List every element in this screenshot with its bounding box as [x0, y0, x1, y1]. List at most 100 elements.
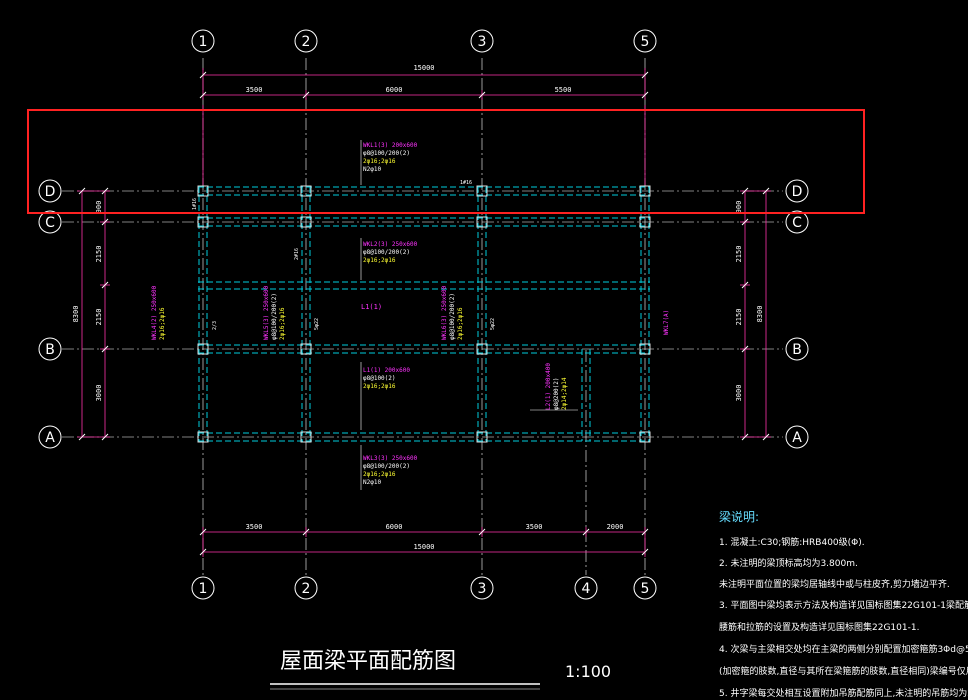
axis-bubble-right-B: B [792, 342, 802, 358]
mid-v2-line-1: WKL6(3) 250x600 [441, 285, 448, 340]
axis-bubble-bottom-2: 2 [302, 581, 311, 597]
left-v-line-1: WKL4(2) 250x600 [151, 285, 158, 340]
mid-v2-line-2: φ8@100/200(2) [449, 293, 456, 340]
axis-bubble-right-D: D [792, 184, 803, 200]
dim-right-3: 2150 [735, 309, 743, 326]
wkl3-line-3: 2φ16;2φ16 [363, 471, 396, 478]
notes-line-6: 4. 次梁与主梁相交处均在主梁的两侧分别配置加密箍筋3Φd@50. [719, 643, 968, 655]
dim-right-1: 900 [735, 201, 743, 214]
mid-v1-line-3: 2φ16;2φ16 [279, 307, 286, 340]
axis-bubble-left-D: D [45, 184, 56, 200]
axis-bubble-bottom-1: 1 [199, 581, 208, 597]
wkl1-line-2: φ8@100/200(2) [363, 150, 410, 157]
dimension-texts: 15000 3500 6000 5500 3500 6000 3500 2000… [72, 64, 764, 551]
l1b-line-1: L1(1) 200x600 [363, 367, 410, 374]
wkl3-line-4: N2φ10 [363, 479, 381, 486]
dim-left-1: 900 [95, 201, 103, 214]
wkl2-line-2: φ8@100/200(2) [363, 249, 410, 256]
small-mark-6: 1#16 [460, 180, 472, 186]
small-mark-4: 1#16 [192, 198, 198, 210]
mid-v1-line-2: φ8@100/200(2) [271, 293, 278, 340]
wkl1-line-1: WKL1(3) 200x600 [363, 142, 418, 149]
notes-block: 梁说明: 1. 混凝土:C30;钢筋:HRB400级(Φ). 2. 未注明的梁顶… [719, 509, 968, 699]
dim-top-total: 15000 [413, 64, 434, 72]
axis-bubble-top-5: 5 [641, 34, 650, 50]
wkl2-line-3: 2φ16;2φ16 [363, 257, 396, 264]
beam-label-mid-v2: WKL6(3) 250x600 φ8@100/200(2) 2φ16;2φ16 [441, 285, 464, 340]
l1b-line-3: 2φ16;2φ16 [363, 383, 396, 390]
wkl1-line-4: N2φ10 [363, 166, 381, 173]
dim-bottom-total: 15000 [413, 543, 434, 551]
small-marks: 5φ22 5φ22 2/3 1#16 2#16 1#16 [192, 180, 496, 330]
dim-left-3: 2150 [95, 309, 103, 326]
beam-lines [198, 186, 650, 442]
beam-label-l1: L1(1) [361, 303, 382, 311]
notes-line-1: 1. 混凝土:C30;钢筋:HRB400级(Φ). [719, 536, 865, 548]
beam-label-left-v: WKL4(2) 250x600 2φ16;2φ16 [151, 285, 166, 340]
dim-bottom-seg-3: 3500 [526, 523, 543, 531]
notes-line-3: 未注明平面位置的梁均居轴线中或与柱皮齐,剪力墙边平齐. [719, 578, 950, 590]
annotation-highlight-box [27, 109, 865, 214]
axis-bubble-bottom-5: 5 [641, 581, 650, 597]
dim-left-total: 8300 [72, 306, 80, 323]
dim-bottom-seg-1: 3500 [246, 523, 263, 531]
wkl3-line-1: WKL3(3) 250x600 [363, 455, 418, 462]
lower-right-line-2: φ8@200(2) [553, 377, 560, 410]
dim-top-seg-1: 3500 [246, 86, 263, 94]
axis-bubbles-left [38, 179, 62, 449]
dim-left-2: 2150 [95, 246, 103, 263]
beam-label-l1-b: L1(1) 200x600 φ8@100(2) 2φ16;2φ16 [360, 362, 410, 430]
axis-bubbles-right [785, 179, 809, 449]
axis-bubble-top-2: 2 [302, 34, 311, 50]
wkl3-line-2: φ8@100/200(2) [363, 463, 410, 470]
beam-label-lower-right: L2(1) 200x400 φ8@200(2) 2φ14;2φ14 [530, 363, 578, 411]
notes-line-2: 2. 未注明的梁顶标高均为3.800m. [719, 557, 858, 569]
dim-right-2: 2150 [735, 246, 743, 263]
notes-line-4: 3. 平面图中梁均表示方法及构造详见国标图集22G101-1梁配筋图例,梁侧 [719, 599, 968, 611]
beam-label-right-v: WKL7(A) [663, 310, 670, 335]
axis-bubble-left-B: B [45, 342, 55, 358]
dim-top-seg-2: 6000 [386, 86, 403, 94]
axis-bubble-top-3: 3 [478, 34, 487, 50]
axis-bubble-right-C: C [792, 215, 802, 231]
axis-bubble-bottom-4: 4 [582, 581, 591, 597]
beam-label-wkl3: WKL3(3) 250x600 φ8@100/200(2) 2φ16;2φ16 … [360, 445, 418, 490]
mid-v1-line-1: WKL5(3) 250x600 [263, 285, 270, 340]
small-mark-5: 2#16 [294, 248, 300, 260]
small-mark-3: 2/3 [212, 321, 218, 330]
axis-bubbles-bottom [191, 576, 657, 600]
lower-right-line-3: 2φ14;2φ14 [561, 377, 568, 410]
small-mark-1: 5φ22 [314, 318, 320, 330]
dim-right-total: 8300 [756, 306, 764, 323]
small-mark-2: 5φ22 [490, 318, 496, 330]
axis-bubbles-top [191, 29, 657, 53]
horizontal-axis-lines [62, 190, 783, 438]
axis-bubble-top-1: 1 [199, 34, 208, 50]
axis-bubble-bottom-3: 3 [478, 581, 487, 597]
notes-title: 梁说明: [719, 509, 759, 524]
axis-bubble-right-A: A [792, 430, 802, 446]
notes-line-5: 腰筋和拉筋的设置及构造详见国标图集22G101-1. [719, 621, 919, 633]
wkl2-line-1: WKL2(3) 250x600 [363, 241, 418, 248]
notes-line-7: (加密箍的肢数,直径与其所在梁箍筋的肢数,直径相同)梁编号仅用于本图. [719, 665, 968, 677]
mid-v2-line-3: 2φ16;2φ16 [457, 307, 464, 340]
dim-bottom-seg-2: 6000 [386, 523, 403, 531]
left-v-line-2: 2φ16;2φ16 [159, 307, 166, 340]
dim-left-4: 3000 [95, 385, 103, 402]
l1b-line-2: φ8@100(2) [363, 375, 396, 382]
notes-line-8: 5. 井字梁每交处相互设置附加吊筋配筋同上,未注明的吊筋均为2Φ14. [719, 687, 968, 699]
dim-right-4: 3000 [735, 385, 743, 402]
drawing-title: 屋面梁平面配筋图 [280, 649, 456, 674]
wkl1-line-3: 2φ16;2φ16 [363, 158, 396, 165]
axis-bubble-left-A: A [45, 430, 55, 446]
columns [197, 185, 651, 443]
lower-right-line-1: L2(1) 200x400 [545, 363, 552, 410]
dimension-ticks [78, 71, 770, 556]
dim-bottom-seg-4: 2000 [607, 523, 624, 531]
axis-bubble-left-C: C [45, 215, 55, 231]
beam-label-wkl1: WKL1(3) 200x600 φ8@100/200(2) 2φ16;2φ16 … [360, 140, 418, 185]
beam-label-wkl2: WKL2(3) 250x600 φ8@100/200(2) 2φ16;2φ16 [360, 238, 418, 280]
drawing-scale: 1:100 [565, 662, 611, 681]
dim-top-seg-3: 5500 [555, 86, 572, 94]
